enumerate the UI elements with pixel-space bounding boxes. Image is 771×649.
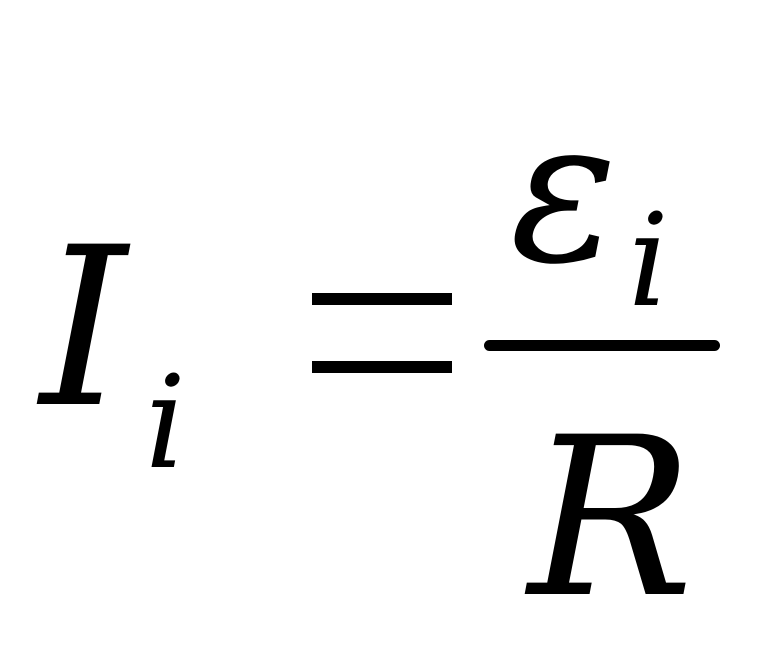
lhs-subscript: i [145,349,186,498]
numerator-symbol: ε [510,75,618,308]
equals-bottom-bar [312,361,452,373]
lhs-symbol: I [40,200,127,456]
fraction-bar [484,340,720,351]
numerator-subscript: i [628,187,669,336]
equals-sign: = [312,293,452,373]
denominator-symbol: R [528,390,694,646]
equals-top-bar [312,293,452,305]
